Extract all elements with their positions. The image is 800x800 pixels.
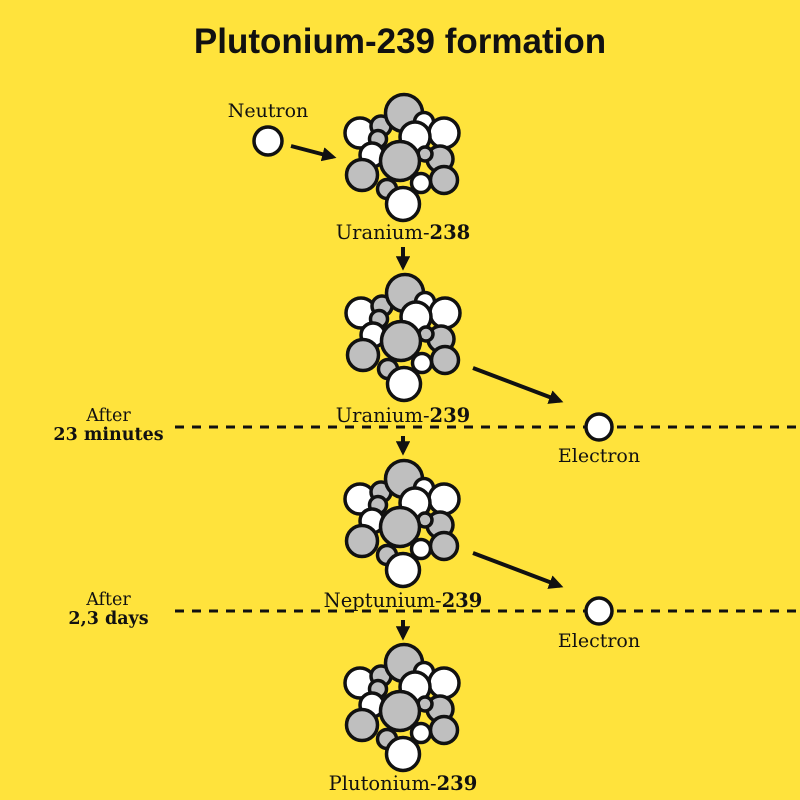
uranium-239-mass: 239 xyxy=(429,404,471,427)
electron-emission-arrow-2 xyxy=(472,551,564,589)
uranium-238-mass: 238 xyxy=(429,221,471,244)
decay-2-after: After xyxy=(86,590,131,610)
neutron-impact-arrow xyxy=(290,144,337,162)
nucleus-neptunium-239 xyxy=(343,458,461,589)
electron-particle-2 xyxy=(584,596,614,626)
uranium-239-name: Uranium- xyxy=(335,404,430,427)
decay-2-duration: 2,3 days xyxy=(68,609,149,629)
plutonium-239-label: Plutonium-239 xyxy=(283,772,523,795)
electron-label-2: Electron xyxy=(557,630,641,652)
decay-1-duration: 23 minutes xyxy=(53,425,164,445)
neutron-label: Neutron xyxy=(227,100,309,122)
nucleus-plutonium-239 xyxy=(343,642,461,773)
page-title: Plutonium-239 formation xyxy=(193,22,607,61)
decay-1-after: After xyxy=(86,406,131,426)
uranium-238-label: Uranium-238 xyxy=(283,221,523,244)
decay-duration-note-1: After 23 minutes xyxy=(46,407,171,445)
plutonium-239-name: Plutonium- xyxy=(328,772,437,795)
plutonium-239-mass: 239 xyxy=(436,772,478,795)
decay-duration-note-2: After 2,3 days xyxy=(46,591,171,629)
nucleus-uranium-238 xyxy=(343,92,461,223)
electron-label-1: Electron xyxy=(557,445,641,467)
neutron-particle xyxy=(252,125,284,157)
neptunium-239-mass: 239 xyxy=(441,589,483,612)
neptunium-239-label: Neptunium-239 xyxy=(283,589,523,612)
electron-emission-arrow-1 xyxy=(472,366,564,404)
nucleus-uranium-239 xyxy=(344,272,462,403)
uranium-238-name: Uranium- xyxy=(335,221,430,244)
neptunium-239-name: Neptunium- xyxy=(323,589,442,612)
electron-particle-1 xyxy=(584,412,614,442)
uranium-239-label: Uranium-239 xyxy=(283,404,523,427)
